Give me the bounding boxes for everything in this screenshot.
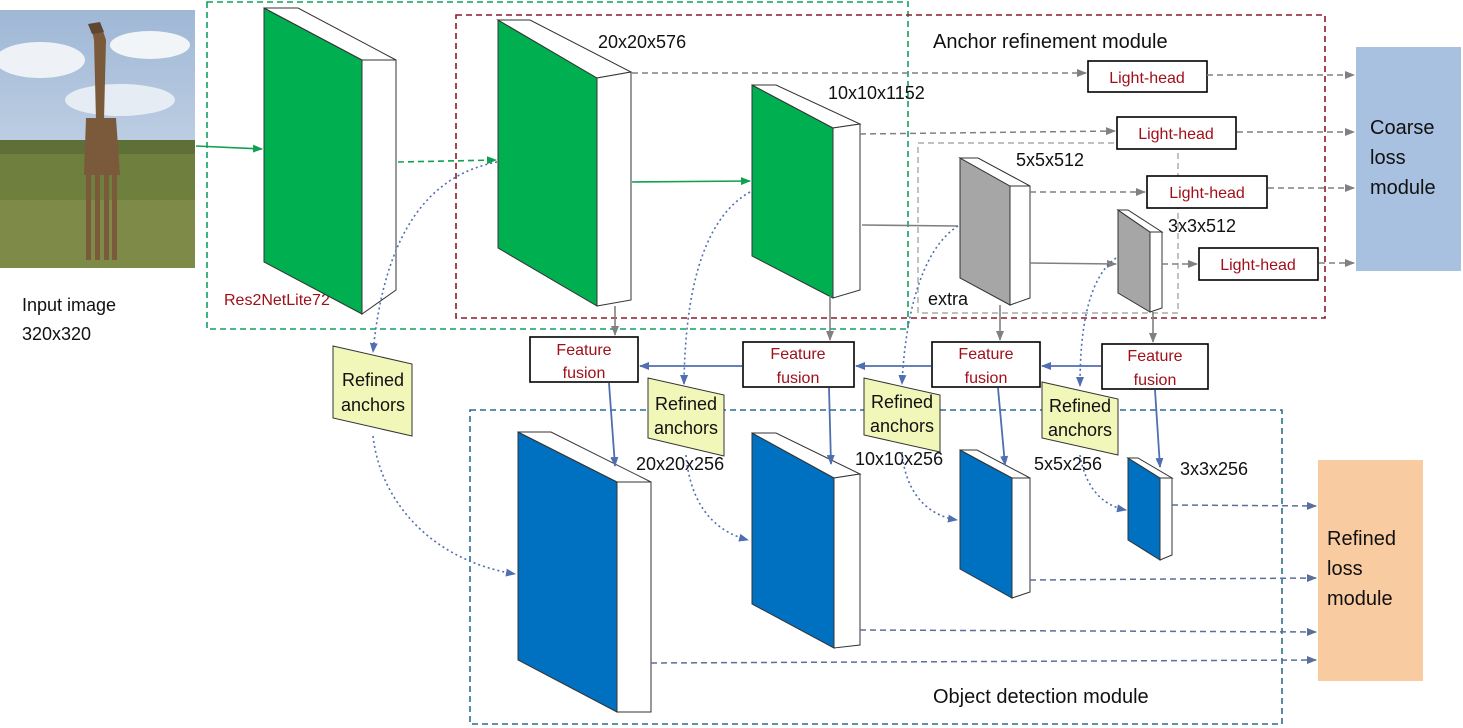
feature-fusion-2: Feature fusion	[742, 341, 855, 388]
dim-3x3x512: 3x3x512	[1168, 216, 1236, 236]
detection-block-1	[517, 431, 652, 713]
refined-loss-module: Refined loss module	[1318, 460, 1423, 681]
svg-text:Refined: Refined	[342, 370, 404, 390]
svg-text:loss: loss	[1327, 558, 1363, 580]
svg-text:Light-head: Light-head	[1220, 257, 1296, 274]
svg-text:Light-head: Light-head	[1109, 70, 1185, 87]
dim-20x20x576: 20x20x576	[598, 32, 686, 52]
svg-text:fusion: fusion	[563, 365, 606, 382]
svg-text:anchors: anchors	[341, 395, 405, 415]
feature-fusion-4: Feature fusion	[1101, 343, 1209, 390]
refined-anchors-2: Refined anchors	[647, 377, 725, 457]
extra-block-2	[1116, 209, 1164, 313]
extra-frame	[917, 142, 1179, 314]
svg-text:Light-head: Light-head	[1138, 126, 1214, 143]
svg-text:anchors: anchors	[870, 416, 934, 436]
extra-label: extra	[928, 289, 969, 309]
backbone-block-1	[263, 7, 397, 315]
light-head-2: Light-head	[1116, 116, 1237, 150]
detection-module-label: Object detection module	[933, 686, 1149, 708]
input-label-line2: 320x320	[22, 324, 91, 344]
extra-block-1	[958, 157, 1031, 306]
backbone-label: Res2NetLite72	[224, 292, 330, 309]
svg-text:Light-head: Light-head	[1169, 185, 1245, 202]
anchor-refinement-frame	[455, 14, 1326, 319]
feature-fusion-3: Feature fusion	[931, 341, 1041, 388]
light-head-3: Light-head	[1146, 175, 1268, 209]
anchor-module-label: Anchor refinement module	[933, 31, 1168, 53]
input-image	[0, 10, 195, 268]
detection-block-2	[751, 432, 862, 649]
backbone-block-2	[496, 19, 633, 307]
dim-20x20x256: 20x20x256	[636, 454, 724, 474]
refined-anchors-4: Refined anchors	[1041, 381, 1119, 456]
svg-text:fusion: fusion	[1134, 372, 1177, 389]
detection-block-3	[959, 449, 1031, 599]
refined-anchors-1: Refined anchors	[332, 345, 413, 437]
svg-text:module: module	[1370, 177, 1436, 199]
svg-text:loss: loss	[1370, 147, 1406, 169]
dim-5x5x256: 5x5x256	[1034, 454, 1102, 474]
svg-text:Refined: Refined	[655, 394, 717, 414]
svg-text:Refined: Refined	[1049, 396, 1111, 416]
backbone-block-3	[751, 84, 862, 299]
svg-text:Feature: Feature	[770, 346, 825, 363]
svg-text:Feature: Feature	[958, 346, 1013, 363]
detection-block-4	[1126, 457, 1174, 561]
backbone-frame	[206, 1, 909, 330]
svg-text:Feature: Feature	[1127, 348, 1182, 365]
svg-text:fusion: fusion	[965, 370, 1008, 387]
svg-text:Refined: Refined	[871, 392, 933, 412]
svg-text:anchors: anchors	[1048, 420, 1112, 440]
svg-text:Coarse: Coarse	[1370, 117, 1434, 139]
svg-text:fusion: fusion	[777, 370, 820, 387]
coarse-loss-module: Coarse loss module	[1356, 47, 1461, 271]
light-head-1: Light-head	[1087, 60, 1208, 93]
svg-text:module: module	[1327, 588, 1393, 610]
dim-5x5x512: 5x5x512	[1016, 150, 1084, 170]
dim-3x3x256: 3x3x256	[1180, 459, 1248, 479]
dim-10x10x1152: 10x10x1152	[828, 83, 925, 103]
light-head-4: Light-head	[1198, 247, 1319, 281]
svg-text:Feature: Feature	[556, 342, 611, 359]
giraffe-icon	[84, 22, 120, 260]
connectors	[195, 69, 1355, 665]
dim-10x10x256: 10x10x256	[855, 449, 943, 469]
input-label-line1: Input image	[22, 295, 116, 315]
feature-fusion-1: Feature fusion	[529, 336, 639, 383]
svg-text:anchors: anchors	[654, 418, 718, 438]
refined-anchors-3: Refined anchors	[863, 377, 941, 453]
svg-text:Refined: Refined	[1327, 528, 1396, 550]
